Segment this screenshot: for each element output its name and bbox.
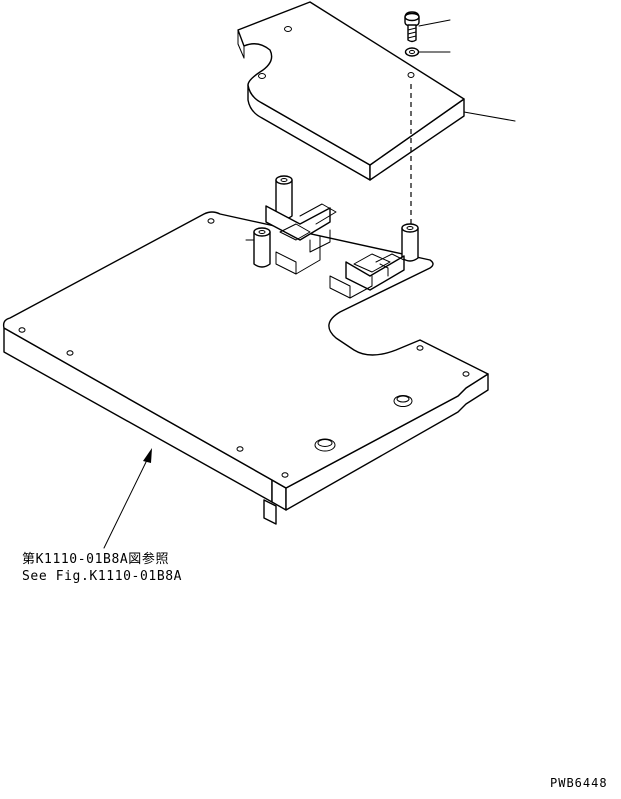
reference-leader-arrow <box>103 448 152 549</box>
washer-part <box>404 47 420 57</box>
cover-leader-line <box>463 111 516 122</box>
bolt-leader-line <box>418 19 451 27</box>
cover-part <box>237 1 465 181</box>
bracket-assembly <box>245 175 419 299</box>
drawing-code: PWB6448 <box>550 776 608 790</box>
bolt-part <box>404 11 420 43</box>
reference-label-english: See Fig.K1110-01B8A <box>22 569 183 584</box>
reference-label-japanese: 第K1110-01B8A図参照 <box>22 552 170 567</box>
